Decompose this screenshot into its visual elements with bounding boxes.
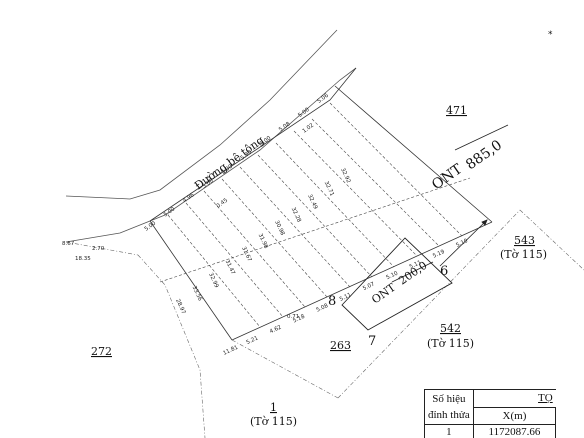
dim-bottom-9: 5.11 (409, 260, 423, 271)
vertex-7: 7 (368, 334, 376, 349)
vertex-6: 6 (440, 264, 448, 279)
dim-bottom-8: 5.10 (385, 270, 399, 281)
table-row: 1 1172087.66 (424, 424, 557, 438)
vertex-8: 8 (328, 294, 336, 309)
dim-left-2: 18.35 (75, 256, 91, 262)
header-vertex-line2: đỉnh thửa (428, 409, 470, 421)
dim-bottom-1: 11.81 (222, 345, 239, 357)
header-x: X(m) (472, 406, 557, 425)
header-vertex: Số hiệu đỉnh thửa (424, 389, 474, 425)
dim-left-3: 2.70 (92, 246, 105, 252)
dim-bottom-11: 5.10 (455, 238, 469, 249)
lot-boundary-top (149, 67, 357, 222)
dim-left-1: 8.67 (62, 241, 75, 247)
lot-boundary-right (334, 85, 493, 223)
sheet-ref-1: (Tờ 115) (250, 415, 297, 428)
lot-boundary-bottom (231, 221, 493, 341)
dim-top-3: 4.96 (182, 192, 196, 204)
dim-bottom-4: 5.18 (292, 314, 306, 325)
dim-bottom-6: 5.11 (339, 292, 353, 303)
dim-bottom-10: 5.19 (432, 249, 446, 260)
dim-top-10: 5.06 (316, 92, 330, 104)
dim-diag-7: 30.98 (273, 220, 285, 237)
table-header-row: Số hiệu đỉnh thửa TỌ (424, 389, 556, 425)
dim-diag-6: 31.98 (257, 233, 269, 250)
main-parcel-area: 885,0 (463, 137, 505, 173)
parcel-number-542: 542 (440, 322, 461, 335)
parcel-number-471: 471 (446, 104, 467, 117)
parcel-number-263: 263 (330, 339, 351, 352)
dim-top-2: 5.00 (163, 206, 177, 218)
coordinate-table-wrapper: Số hiệu đỉnh thửa TỌ X(m) 1 1172087.66 (424, 389, 584, 438)
header-vertex-line1: Số hiệu (432, 393, 466, 405)
dim-bottom-2: 5.21 (246, 335, 260, 346)
road-upper-edge (65, 29, 338, 200)
parcel-number-272: 272 (91, 345, 112, 358)
corner-mark: * (548, 30, 553, 40)
header-coords: TỌ (472, 389, 556, 408)
dim-small-1: 0.45 (216, 197, 230, 209)
dim-diag-8: 32.28 (290, 207, 302, 224)
dim-diag-2: 33.56 (191, 285, 203, 302)
dim-top-8: 5.08 (278, 121, 292, 133)
dim-diag-3: 32.99 (207, 272, 219, 289)
parcel-number-1: 1 (270, 401, 277, 414)
dim-diag-9: 32.49 (306, 194, 318, 211)
road-lower-edge (65, 67, 357, 243)
dimension-arrow (439, 219, 488, 267)
dim-small-2: 1.02 (302, 123, 315, 135)
main-parcel-class: ONT (429, 161, 466, 193)
dim-diag-10: 32.71 (323, 180, 335, 197)
dim-top-1: 5.00 (144, 220, 158, 232)
table-subheader-row: X(m) (425, 406, 557, 425)
dim-bottom-7: 5.07 (362, 281, 376, 292)
cell-x: 1172087.66 (472, 424, 557, 438)
dim-left-4: 0.71 (287, 314, 299, 320)
parcel-number-543: 543 (514, 234, 535, 247)
dim-bottom-3: 4.62 (269, 325, 283, 336)
sheet-ref-543: (Tờ 115) (500, 248, 547, 261)
header-coords-text: TỌ (538, 392, 553, 405)
dim-diag-1: 28.97 (174, 298, 186, 315)
inner-parcel-outline (341, 237, 453, 331)
cell-id: 1 (424, 424, 474, 438)
dim-diag-4: 31.47 (224, 259, 236, 276)
sheet-ref-542: (Tờ 115) (427, 337, 474, 350)
dim-diag-11: 32.92 (339, 167, 351, 184)
lot-boundary-left (149, 220, 233, 341)
coordinate-table: Số hiệu đỉnh thửa TỌ X(m) 1 1172087.66 (424, 389, 557, 438)
dim-bottom-5: 5.08 (316, 303, 330, 314)
